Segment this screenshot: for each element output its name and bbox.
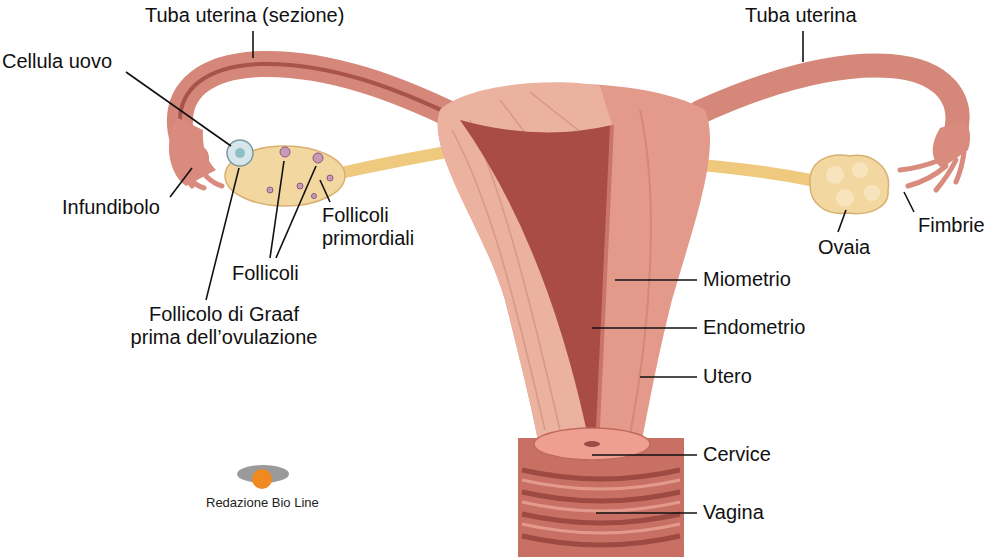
part-label: Follicoli xyxy=(232,262,299,285)
uterine-tube-section xyxy=(180,64,458,158)
part-label: Miometrio xyxy=(703,268,791,291)
ovary xyxy=(225,146,345,206)
cervical-os xyxy=(584,441,600,447)
part-label: Follicoli primordiali xyxy=(322,204,434,250)
ovarian-ligament xyxy=(700,165,810,180)
ovarian-ligament xyxy=(345,150,458,172)
part-label: Cellula uovo xyxy=(2,50,112,73)
part-label: Cervice xyxy=(703,443,771,466)
egg-cell xyxy=(235,148,245,158)
vagina-rugae xyxy=(522,470,680,545)
part-label: Infundibolo xyxy=(62,196,160,219)
part-label: Vagina xyxy=(703,501,764,524)
part-label: Tuba uterina xyxy=(745,4,857,27)
graafian-follicle xyxy=(227,140,253,166)
ovary xyxy=(810,155,889,214)
uterus-section xyxy=(438,82,612,440)
part-label: Tuba uterina (sezione) xyxy=(145,4,344,27)
part-label: Fimbrie xyxy=(918,214,985,237)
ovary-lobes xyxy=(826,162,880,207)
part-label: Endometrio xyxy=(703,316,805,339)
uterine-tube xyxy=(700,66,957,135)
part-label: Follicolo di Graaf prima dell’ovulazione xyxy=(122,303,326,349)
myometrium-layer xyxy=(630,110,651,435)
leader-lines xyxy=(126,31,914,513)
tube-lumen xyxy=(180,64,458,158)
fimbriae xyxy=(184,166,222,188)
part-label: Ovaia xyxy=(818,236,870,259)
part-label: Utero xyxy=(703,365,752,388)
endometrium xyxy=(598,125,612,428)
uterine-cavity xyxy=(460,120,612,428)
logo-sphere xyxy=(252,469,272,489)
vagina-rugae-light xyxy=(522,480,680,533)
follicles xyxy=(267,147,333,199)
watermark: Redazione Bio Line xyxy=(206,496,319,511)
fimbriae xyxy=(900,152,964,190)
